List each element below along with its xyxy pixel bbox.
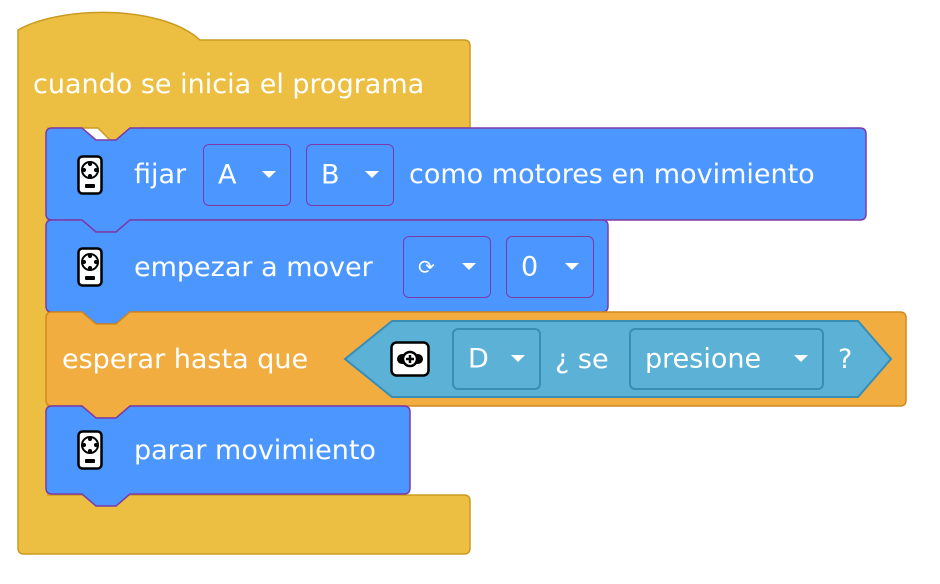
set-motors-suffix: como motores en movimiento	[409, 159, 815, 190]
move-hub-icon	[77, 247, 103, 287]
motor-port-1-value: A	[218, 159, 237, 191]
sensor-state-value: presione	[645, 343, 762, 375]
sensor-port-value: D	[468, 343, 489, 375]
hat-label: cuando se inicia el programa	[33, 69, 425, 100]
stop-label: parar movimiento	[134, 435, 376, 466]
sensor-port-dropdown[interactable]: D	[452, 328, 541, 390]
motor-port-1-dropdown[interactable]: A	[203, 144, 291, 206]
force-sensor-icon	[390, 341, 430, 377]
sensor-state-dropdown[interactable]: presione	[629, 328, 824, 390]
set-label: fijar	[134, 159, 187, 190]
chevron-down-icon	[365, 171, 379, 178]
question-mark: ?	[838, 344, 853, 375]
se-label: ¿ se	[555, 344, 609, 375]
direction-icon: ⟳	[418, 255, 435, 279]
stop-block[interactable]	[45, 405, 411, 507]
speed-value: 0	[521, 251, 539, 283]
chevron-down-icon	[262, 171, 276, 178]
move-hub-icon	[77, 430, 103, 470]
speed-dropdown[interactable]: 0	[506, 236, 594, 298]
chevron-down-icon	[511, 355, 525, 362]
chevron-down-icon	[462, 263, 476, 270]
move-hub-icon	[77, 155, 103, 195]
wait-until-label: esperar hasta que	[62, 344, 309, 375]
chevron-down-icon	[794, 355, 808, 362]
chevron-down-icon	[565, 263, 579, 270]
motor-port-2-dropdown[interactable]: B	[306, 144, 394, 206]
start-moving-label: empezar a mover	[134, 252, 373, 283]
motor-port-2-value: B	[321, 159, 340, 191]
direction-dropdown[interactable]: ⟳	[403, 236, 491, 298]
